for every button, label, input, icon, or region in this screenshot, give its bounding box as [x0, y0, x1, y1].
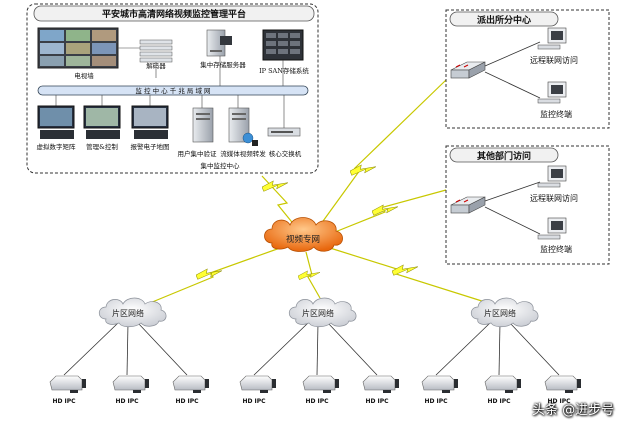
core-network-cloud: 视频专网	[264, 217, 343, 252]
link-to-area-2	[305, 251, 321, 299]
matrix-monitor-icon	[37, 105, 75, 139]
police-terminal-label: 监控终端	[540, 109, 572, 119]
police-panel: 派出所分中心 远程联网访问 监控终端	[445, 9, 610, 129]
manage-label: 管理&控制	[86, 142, 118, 151]
map-label: 报警电子地图	[131, 142, 170, 151]
area-label-2: 片区网络	[302, 308, 334, 318]
hd-ipc-camera-icon	[362, 375, 399, 393]
area-group-2: 片区网络 HD IPC HD IPC HD IPC	[239, 297, 399, 405]
tv-wall-label: 电视墙	[74, 71, 94, 80]
hd-ipc-camera-icon	[302, 375, 339, 393]
center-label: 集中监控中心	[201, 161, 241, 170]
other-terminal-pc-icon	[537, 217, 567, 240]
core-switch-label: 核心交换机	[269, 149, 302, 158]
other-remote-label: 远程联网访问	[530, 193, 578, 203]
decoder-icon	[118, 39, 173, 78]
camera-label: HD IPC	[365, 398, 389, 405]
camera-label: HD IPC	[424, 398, 448, 405]
other-title: 其他部门访问	[477, 150, 531, 162]
other-remote-pc-icon	[537, 165, 567, 188]
platform-panel: 平安城市高清网络视频监控管理平台 电视墙 解码器	[26, 3, 319, 174]
area-cloud-2	[288, 297, 357, 328]
other-terminal-label: 监控终端	[540, 244, 572, 254]
hd-ipc-camera-icon	[49, 375, 86, 393]
link-to-platform	[261, 175, 301, 233]
hd-ipc-camera-icon	[112, 375, 149, 393]
lan-bus	[37, 85, 309, 96]
link-to-area-1	[144, 247, 281, 306]
auth-label: 用户集中验证	[178, 149, 218, 158]
police-remote-label: 远程联网访问	[530, 55, 578, 65]
camera-label: HD IPC	[242, 398, 266, 405]
matrix-label: 虚拟数字矩阵	[37, 142, 77, 151]
camera-label: HD IPC	[175, 398, 199, 405]
area-label-3: 片区网络	[484, 308, 516, 318]
camera-label: HD IPC	[487, 398, 511, 405]
area-label-1: 片区网络	[112, 308, 144, 318]
hd-ipc-camera-icon	[544, 375, 581, 393]
area-cloud-1	[98, 297, 167, 328]
camera-label: HD IPC	[52, 398, 76, 405]
hd-ipc-camera-icon	[172, 375, 209, 393]
areas-layer: 片区网络 HD IPC HD IPC HD IPC 片区网络 HD IPC HD IPC HD…	[49, 297, 581, 405]
tv-wall-icon	[37, 27, 119, 69]
lan-bus-label: 监 控 中 心 千 兆 局 域 网	[135, 86, 210, 95]
decoder-label: 解码器	[146, 61, 166, 70]
police-terminal-pc-icon	[537, 81, 567, 104]
ipsan-storage-icon	[262, 29, 304, 86]
map-monitor-icon	[131, 105, 169, 139]
hd-ipc-camera-icon	[484, 375, 521, 393]
other-router-icon	[450, 196, 486, 214]
manage-monitor-icon	[83, 105, 121, 139]
platform-title: 平安城市高清网络视频监控管理平台	[102, 8, 246, 20]
area-group-1: 片区网络 HD IPC HD IPC HD IPC	[49, 297, 209, 405]
police-title: 派出所分中心	[477, 14, 531, 26]
core-network-label: 视频专网	[286, 234, 320, 245]
core-switch-icon	[267, 127, 301, 137]
area-cloud-3	[470, 297, 539, 328]
hd-ipc-camera-icon	[421, 375, 458, 393]
storage-server-icon	[206, 29, 232, 86]
watermark: 头条 @进步号	[532, 403, 615, 418]
other-panel: 其他部门访问 远程联网访问 监控终端	[445, 145, 610, 265]
hd-ipc-camera-icon	[239, 375, 276, 393]
storage-server-label: 集中存储服务器	[200, 60, 246, 69]
police-remote-pc-icon	[537, 27, 567, 50]
police-router-icon	[450, 61, 486, 79]
camera-label: HD IPC	[305, 398, 329, 405]
area-group-3: 片区网络 HD IPC HD IPC HD IPC	[421, 297, 581, 405]
stream-label: 流媒体视频转发	[220, 149, 266, 158]
auth-server-icon	[192, 107, 214, 143]
bus-drops	[55, 95, 285, 128]
stream-server-icon	[228, 107, 258, 146]
camera-label: HD IPC	[547, 398, 571, 405]
camera-label: HD IPC	[115, 398, 139, 405]
ipsan-label: IP SAN存储系统	[259, 66, 309, 75]
